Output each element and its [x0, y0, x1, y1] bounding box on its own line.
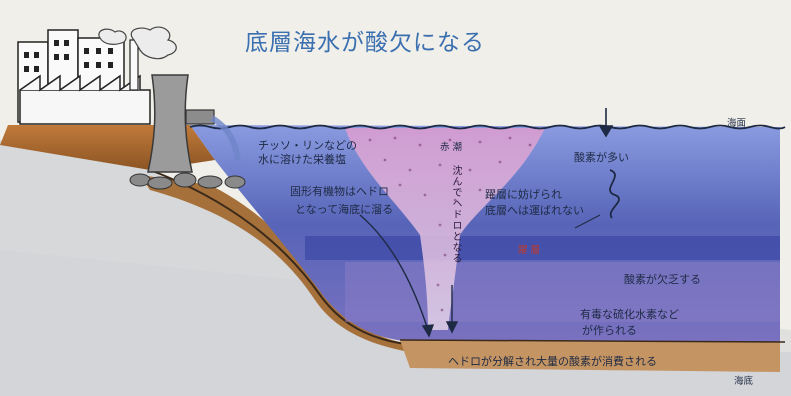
oxygen-deficient-label: 酸素が欠乏する [624, 273, 701, 286]
organic-label-line2: となって海底に溜る [295, 203, 394, 216]
cooling-tower [147, 74, 193, 173]
sea-surface-line [189, 124, 786, 130]
organic-label-line1: 固形有機物はヘドロ [290, 185, 389, 198]
drain-pipe-icon [185, 109, 241, 161]
h2s-label-line1: 有毒な硫化水素など [580, 308, 679, 321]
slope-edge [149, 169, 416, 346]
sludge-decomposition-label: ヘドロが分解され大量の酸素が消費される [448, 355, 657, 368]
thermocline-band [305, 236, 780, 260]
diagram-title: 底層海水が酸欠になる [245, 30, 485, 56]
down-arrow-icon [598, 108, 614, 138]
thermocline-leader [574, 214, 601, 229]
squiggle-arrow-icon [609, 169, 620, 219]
sludge-layer [400, 340, 780, 372]
red-tide-plume [345, 128, 545, 330]
seabed-label: 海底 [734, 376, 754, 387]
nutrients-label-line1: チッソ・リンなどの [258, 139, 357, 152]
plankton-dots [368, 136, 532, 312]
slope-sediment [140, 175, 415, 352]
h2s-label-line2: が作られる [582, 324, 637, 337]
sinking-arrows [445, 285, 459, 334]
rubble [129, 172, 246, 190]
sea-surface-label: 海面 [727, 118, 747, 129]
thermocline-label: 躍 層 [518, 245, 541, 256]
sludge-arrow [359, 214, 435, 338]
nutrients-label-line2: 水に溶けた栄養塩 [258, 153, 346, 166]
chimney-smoke-icon [98, 26, 177, 91]
factory-icon [17, 29, 151, 125]
oxygen-rich-label: 酸素が多い [574, 151, 629, 164]
deep-layer [345, 262, 780, 322]
sinking-label: 沈んでヘドロとなる [450, 165, 461, 264]
red-tide-label: 赤 潮 [440, 142, 463, 153]
thermocline-block-line1: 躍層に妨げられ [485, 188, 562, 201]
thermocline-block-line2: 底層へは運ばれない [485, 204, 584, 217]
